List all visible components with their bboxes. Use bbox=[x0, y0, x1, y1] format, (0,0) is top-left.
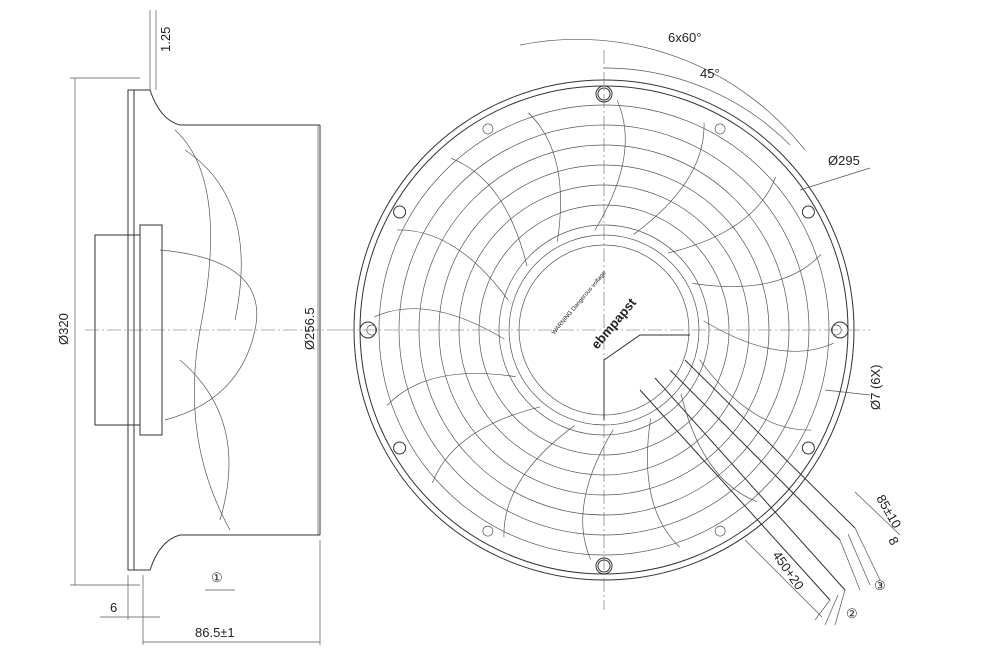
cable-2 bbox=[639, 377, 846, 601]
dim-arc bbox=[519, 38, 806, 151]
front-view: ebmpapst WARNING Dangerous voltage 6x60°… bbox=[340, 30, 904, 626]
dim-outer-diameter: Ø320 bbox=[56, 313, 71, 345]
blade-outline bbox=[647, 418, 680, 548]
mounting-hole bbox=[801, 205, 815, 219]
side-view: Ø320 Ø256.5 1.25 6 86.5±1 ① bbox=[56, 10, 340, 645]
bolt-hole bbox=[482, 123, 494, 135]
dim-arc bbox=[603, 67, 791, 146]
nozzle-bottom bbox=[134, 534, 320, 571]
cable-marker-2: ② bbox=[846, 606, 858, 621]
cable-marker-3: ③ bbox=[874, 578, 886, 593]
bolt-hole bbox=[482, 525, 494, 537]
blade-outline bbox=[699, 359, 812, 431]
dim-bolt-circle: Ø295 bbox=[828, 153, 860, 168]
bolt-hole bbox=[714, 123, 726, 135]
warning-label: WARNING Dangerous voltage bbox=[551, 270, 608, 336]
dim-strip-length: 85±10 bbox=[873, 492, 904, 531]
dim-holes: Ø7 (6X) bbox=[868, 364, 883, 410]
wire-ends bbox=[814, 527, 881, 626]
dim-line bbox=[744, 539, 823, 618]
blade-outline bbox=[503, 425, 575, 538]
bolt-hole bbox=[714, 525, 726, 537]
brand-logo: ebmpapst bbox=[588, 295, 639, 352]
cable-3 bbox=[669, 359, 856, 541]
blade-outline bbox=[396, 229, 509, 301]
dim-wire-end: 8 bbox=[885, 534, 902, 548]
blade-outline bbox=[386, 373, 516, 406]
dim-hole-spacing: 6x60° bbox=[668, 30, 701, 45]
blade-outline bbox=[159, 249, 258, 421]
leader-line bbox=[824, 389, 871, 396]
blade-outline bbox=[692, 254, 822, 287]
dim-line bbox=[854, 491, 901, 536]
blade-outline bbox=[184, 149, 242, 321]
nozzle-top bbox=[134, 89, 320, 126]
blade-outline bbox=[179, 359, 230, 521]
mounting-hole bbox=[393, 441, 407, 455]
dim-offset: 6 bbox=[110, 600, 117, 615]
dim-flange-thickness: 1.25 bbox=[158, 27, 173, 52]
dim-depth: 86.5±1 bbox=[195, 625, 235, 640]
blade-outline bbox=[528, 112, 561, 242]
mounting-hole bbox=[393, 205, 407, 219]
airflow-marker: ① bbox=[211, 570, 223, 585]
blade-outline bbox=[450, 157, 528, 267]
wire-trace bbox=[603, 334, 690, 420]
dim-angle: 45° bbox=[700, 66, 720, 81]
leader-line bbox=[799, 167, 871, 191]
blade-outline bbox=[374, 308, 505, 340]
blade-outline bbox=[633, 122, 705, 235]
mounting-hole bbox=[801, 441, 815, 455]
dim-inner-diameter: Ø256.5 bbox=[302, 307, 317, 350]
blade-outline bbox=[667, 176, 777, 254]
blade-outline bbox=[431, 406, 541, 484]
